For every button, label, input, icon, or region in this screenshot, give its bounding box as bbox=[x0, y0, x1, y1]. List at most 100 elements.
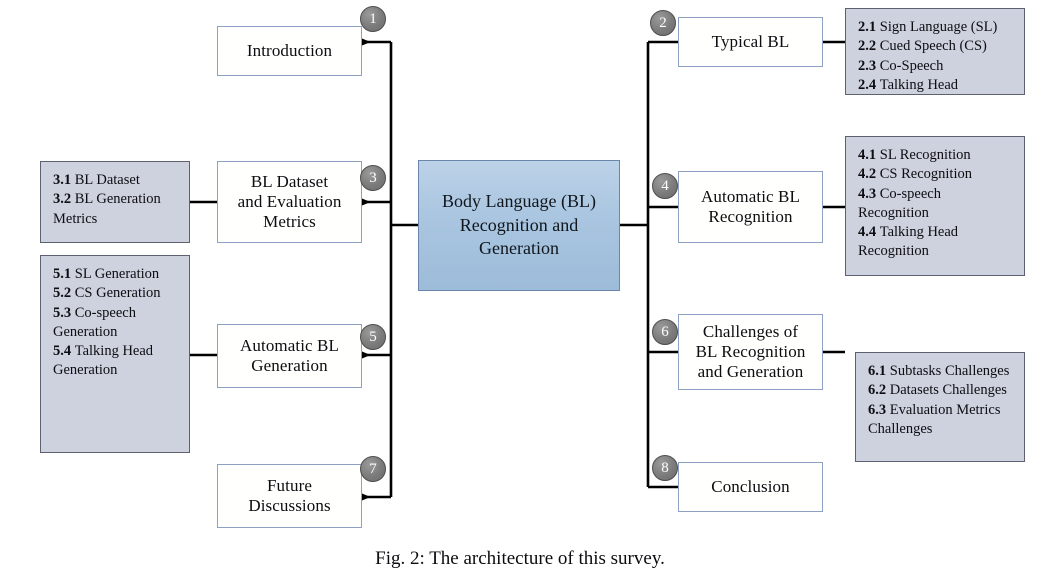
node-introduction[interactable]: Introduction bbox=[217, 26, 362, 76]
subsection-number: 2.4 bbox=[858, 76, 880, 93]
node-conclusion[interactable]: Conclusion bbox=[678, 462, 823, 512]
root-node-line-1: Body Language (BL) bbox=[442, 191, 596, 212]
badge-section-4[interactable]: 4 bbox=[652, 173, 678, 199]
node-line: Conclusion bbox=[711, 477, 790, 497]
node-introduction-label: Introduction bbox=[247, 41, 332, 61]
root-node-line-2: Recognition and bbox=[459, 214, 579, 235]
node-automatic-bl-recognition-label: Automatic BL Recognition bbox=[701, 187, 800, 226]
subsection-number: 4.3 bbox=[858, 185, 880, 202]
subsection-text: SL Generation bbox=[74, 266, 160, 282]
subsection-number: 5.3 bbox=[53, 304, 75, 321]
subsection-text: CS Generation bbox=[74, 285, 161, 302]
subsection-text: Cued Speech (CS) bbox=[879, 38, 987, 55]
node-typical-bl-label: Typical BL bbox=[712, 32, 790, 52]
subsection-number: 6.3 bbox=[868, 401, 890, 418]
node-automatic-bl-generation-label: Automatic BL Generation bbox=[240, 336, 339, 375]
subsections-panel-section-4[interactable]: 4.1 SL Recognition 4.2 CS Recognition 4.… bbox=[845, 136, 1025, 276]
subsection-item: 4.4 Talking Head Recognition bbox=[858, 223, 1014, 262]
subsections-panel-section-6[interactable]: 6.1 Subtasks Challenges 6.2 Datasets Cha… bbox=[855, 352, 1025, 462]
subsection-item: 3.1 BL Dataset bbox=[53, 171, 179, 190]
node-line: and Generation bbox=[697, 361, 804, 381]
subsection-number: 2.3 bbox=[858, 57, 880, 74]
subsection-number: 3.1 bbox=[53, 172, 75, 188]
subsections-panel-section-2[interactable]: 2.1 Sign Language (SL) 2.2 Cued Speech (… bbox=[845, 8, 1025, 95]
subsection-item: 5.4 Talking Head Generation bbox=[53, 342, 179, 381]
node-line: BL Dataset bbox=[250, 172, 329, 192]
subsection-number: 4.4 bbox=[858, 224, 880, 241]
subsection-number: 2.2 bbox=[858, 38, 880, 55]
node-future-discussions[interactable]: Future Discussions bbox=[217, 464, 362, 528]
node-line: BL Recognition bbox=[695, 342, 806, 362]
subsection-text: BL Generation Metrics bbox=[53, 191, 161, 227]
subsection-item: 6.1 Subtasks Challenges bbox=[868, 362, 1014, 381]
badge-section-7[interactable]: 7 bbox=[360, 456, 386, 482]
subsection-text: Talking Head bbox=[879, 76, 959, 93]
node-line: Introduction bbox=[246, 41, 333, 61]
subsection-number: 4.1 bbox=[858, 147, 880, 163]
node-bl-dataset-label: BL Dataset and Evaluation Metrics bbox=[238, 172, 342, 231]
subsection-text: Evaluation Metrics Challenges bbox=[868, 401, 1001, 437]
subsection-item: 3.2 BL Generation Metrics bbox=[53, 190, 179, 229]
node-challenges-label: Challenges of BL Recognition and Generat… bbox=[696, 322, 806, 381]
node-conclusion-label: Conclusion bbox=[711, 477, 789, 497]
badge-section-8[interactable]: 8 bbox=[652, 455, 678, 481]
badge-section-5[interactable]: 5 bbox=[360, 324, 386, 350]
subsection-number: 6.2 bbox=[868, 382, 890, 399]
subsection-text: SL Recognition bbox=[879, 147, 971, 163]
subsections-panel-section-5[interactable]: 5.1 SL Generation 5.2 CS Generation 5.3 … bbox=[40, 255, 190, 453]
subsection-text: BL Dataset bbox=[74, 172, 140, 188]
root-node-line-3: Generation bbox=[479, 238, 559, 259]
node-line: Future bbox=[267, 476, 312, 496]
subsection-text: Talking Head Generation bbox=[53, 343, 154, 379]
subsection-item: 2.3 Co-Speech bbox=[858, 57, 1014, 76]
badge-section-1[interactable]: 1 bbox=[360, 6, 386, 32]
subsection-text: Talking Head Recognition bbox=[858, 224, 959, 260]
subsection-text: Subtasks Challenges bbox=[889, 363, 1010, 379]
badge-section-6[interactable]: 6 bbox=[652, 319, 678, 345]
badge-section-2[interactable]: 2 bbox=[650, 10, 676, 36]
node-line: Generation bbox=[251, 356, 328, 375]
subsection-number: 2.1 bbox=[858, 19, 880, 35]
node-future-discussions-label: Future Discussions bbox=[248, 476, 330, 515]
node-automatic-bl-recognition[interactable]: Automatic BL Recognition bbox=[678, 171, 823, 243]
node-line: Typical BL bbox=[711, 32, 790, 52]
subsection-item: 5.3 Co-speech Generation bbox=[53, 304, 179, 343]
subsection-item: 2.4 Talking Head bbox=[858, 76, 1014, 95]
node-line: Recognition bbox=[708, 207, 793, 226]
subsection-number: 5.1 bbox=[53, 266, 75, 282]
subsection-number: 6.1 bbox=[868, 363, 890, 379]
subsection-number: 4.2 bbox=[858, 166, 880, 183]
subsection-item: 4.1 SL Recognition bbox=[858, 146, 1014, 165]
subsection-item: 2.2 Cued Speech (CS) bbox=[858, 37, 1014, 56]
subsection-item: 6.3 Evaluation Metrics Challenges bbox=[868, 401, 1014, 440]
node-line: Challenges of bbox=[702, 322, 799, 342]
subsection-text: Co-speech Recognition bbox=[858, 185, 941, 221]
root-node-label: Body Language (BL) Recognition and Gener… bbox=[442, 190, 596, 260]
node-line: Automatic BL bbox=[701, 187, 800, 207]
subsection-item: 6.2 Datasets Challenges bbox=[868, 381, 1014, 400]
subsection-item: 4.2 CS Recognition bbox=[858, 165, 1014, 184]
subsection-number: 5.4 bbox=[53, 343, 75, 360]
node-line: Automatic BL bbox=[240, 336, 339, 356]
subsection-text: Datasets Challenges bbox=[889, 382, 1007, 399]
root-node-body-language[interactable]: Body Language (BL) Recognition and Gener… bbox=[418, 160, 620, 291]
subsection-item: 2.1 Sign Language (SL) bbox=[858, 18, 1014, 37]
node-challenges-of-bl-recognition-and-generation[interactable]: Challenges of BL Recognition and Generat… bbox=[678, 314, 823, 390]
badge-section-3[interactable]: 3 bbox=[360, 165, 386, 191]
subsection-number: 5.2 bbox=[53, 285, 75, 302]
node-typical-bl[interactable]: Typical BL bbox=[678, 17, 823, 67]
subsection-text: Co-speech Generation bbox=[53, 304, 136, 340]
node-line: Metrics bbox=[263, 211, 316, 231]
subsection-number: 3.2 bbox=[53, 191, 75, 208]
subsections-panel-section-3[interactable]: 3.1 BL Dataset 3.2 BL Generation Metrics bbox=[40, 161, 190, 243]
node-bl-dataset-and-evaluation-metrics[interactable]: BL Dataset and Evaluation Metrics bbox=[217, 161, 362, 243]
subsection-text: CS Recognition bbox=[879, 166, 972, 183]
subsection-item: 5.1 SL Generation bbox=[53, 265, 179, 284]
subsection-item: 4.3 Co-speech Recognition bbox=[858, 185, 1014, 224]
node-line: and Evaluation bbox=[237, 192, 342, 212]
subsection-text: Sign Language (SL) bbox=[879, 19, 998, 35]
subsection-item: 5.2 CS Generation bbox=[53, 284, 179, 303]
subsection-text: Co-Speech bbox=[879, 57, 944, 74]
node-automatic-bl-generation[interactable]: Automatic BL Generation bbox=[217, 324, 362, 388]
